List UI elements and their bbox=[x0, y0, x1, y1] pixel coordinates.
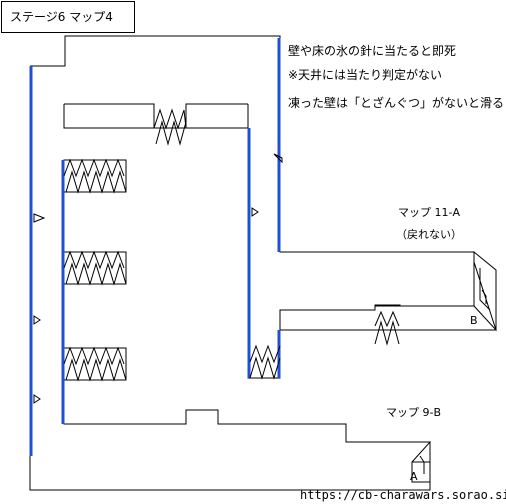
bottom-floor bbox=[63, 380, 431, 490]
spikes-ledge-3 bbox=[63, 346, 127, 382]
note-spikes: 壁や床の氷の針に当たると即死 bbox=[288, 44, 457, 58]
room-b-inner bbox=[479, 268, 491, 311]
room-a-door bbox=[419, 455, 425, 474]
spikes-ceiling bbox=[153, 108, 187, 146]
inner-left bbox=[63, 104, 154, 129]
exit-b-letter: B bbox=[470, 314, 478, 327]
site-url: https://cb-charawars.sorao.site bbox=[300, 488, 506, 502]
map-title: ステージ6 マップ4 bbox=[1, 1, 135, 33]
inner-block bbox=[64, 103, 248, 129]
exit-b-sub: （戻れない） bbox=[396, 228, 462, 241]
spikes-pillar-bottom bbox=[249, 344, 281, 380]
right-corridor bbox=[280, 251, 475, 311]
outer-wall-left bbox=[29, 66, 431, 491]
note-ice-wall: 凍った壁は「とざんぐつ」がないと滑る bbox=[288, 96, 505, 110]
spikes-ledge-1 bbox=[63, 158, 127, 194]
mid-pillar bbox=[247, 104, 281, 379]
room-b-door bbox=[481, 289, 487, 304]
direction-markers bbox=[33, 153, 283, 404]
exit-a-name: マップ 9-B bbox=[386, 406, 442, 419]
exit-a-letter: A bbox=[410, 470, 418, 483]
note-ceiling: ※天井には当たり判定がない bbox=[288, 68, 443, 82]
exit-b-name: マップ 11-A bbox=[398, 206, 460, 219]
room-a-wall bbox=[411, 440, 431, 482]
spikes-ledge-2 bbox=[63, 250, 127, 286]
spikes-corridor bbox=[374, 310, 400, 346]
